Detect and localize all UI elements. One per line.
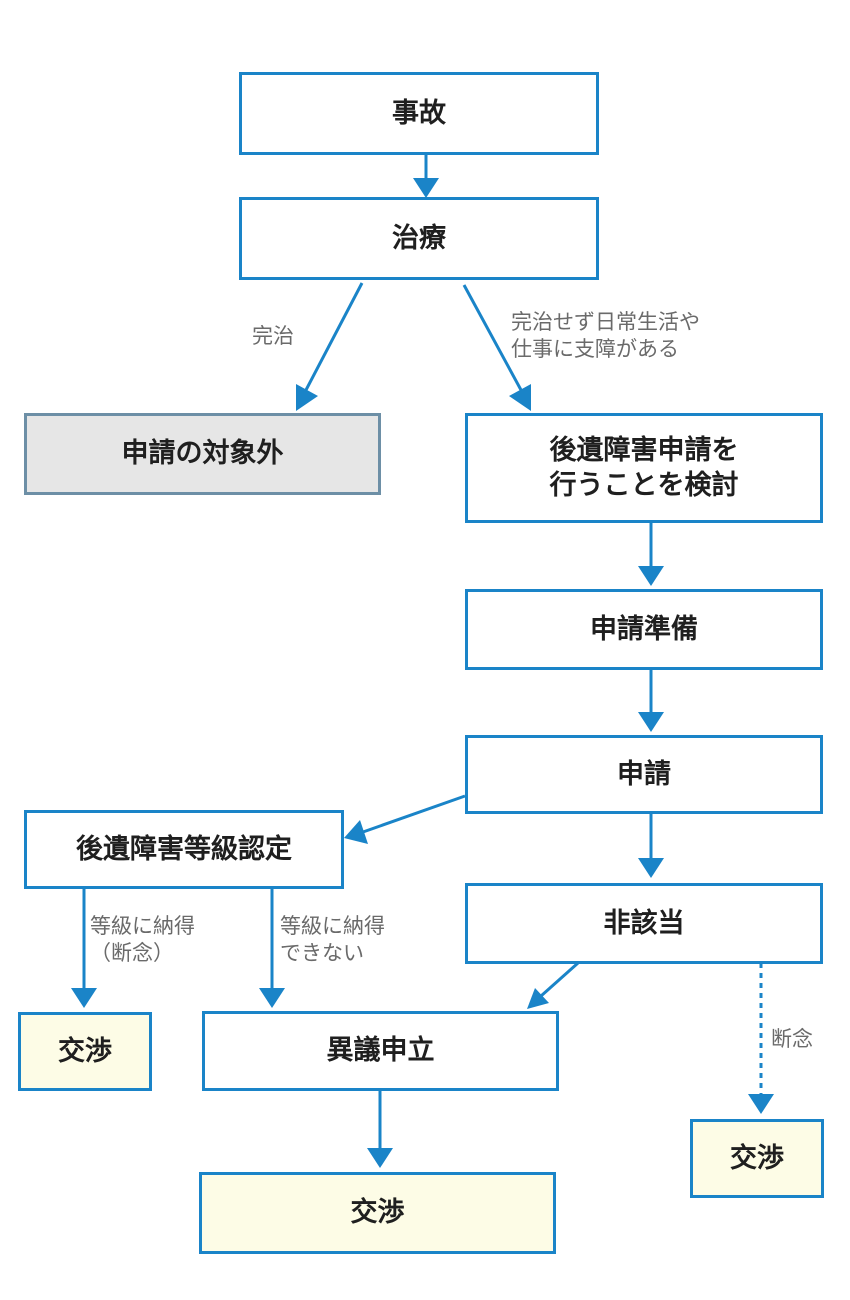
arrowhead-icon: [638, 566, 664, 586]
node-not-eligible: 申請の対象外: [24, 413, 381, 495]
edge-label-cured: 完治: [252, 324, 294, 348]
arrowhead-icon: [527, 988, 549, 1009]
arrowhead-icon: [748, 1094, 774, 1114]
node-negotiation-left: 交渉: [18, 1012, 152, 1091]
edge-label-not-cured: 完治せず日常生活や 仕事に支障がある: [511, 310, 700, 362]
node-preparation: 申請準備: [465, 589, 823, 670]
arrowhead-icon: [509, 384, 531, 411]
connector-application-certification: [362, 794, 466, 834]
node-objection: 異議申立: [202, 1011, 559, 1091]
arrowhead-icon: [638, 712, 664, 732]
arrowhead-icon: [413, 178, 439, 198]
connector-treatment-not-eligible: [304, 282, 364, 391]
node-treatment: 治療: [239, 197, 599, 280]
arrowhead-icon: [367, 1148, 393, 1168]
arrowhead-icon: [296, 384, 318, 411]
node-not-applicable: 非該当: [465, 883, 823, 964]
edge-label-reject-grade: 等級に納得 できない: [280, 914, 385, 966]
arrowhead-icon: [638, 858, 664, 878]
arrowhead-icon: [259, 988, 285, 1008]
edge-label-accept-grade: 等級に納得 （断念）: [90, 914, 195, 966]
connector-treatment-consider: [462, 284, 523, 391]
node-negotiation-bottom: 交渉: [199, 1172, 556, 1254]
node-accident: 事故: [239, 72, 599, 155]
node-application: 申請: [465, 735, 823, 814]
edge-label-give-up: 断念: [771, 1027, 813, 1051]
connector-not-applicable-objection: [540, 961, 579, 998]
node-grade-certification: 後遺障害等級認定: [24, 810, 344, 889]
arrowhead-icon: [344, 820, 368, 844]
node-negotiation-right: 交渉: [690, 1119, 824, 1198]
arrowhead-icon: [71, 988, 97, 1008]
node-consider-application: 後遺障害申請を 行うことを検討: [465, 413, 823, 523]
